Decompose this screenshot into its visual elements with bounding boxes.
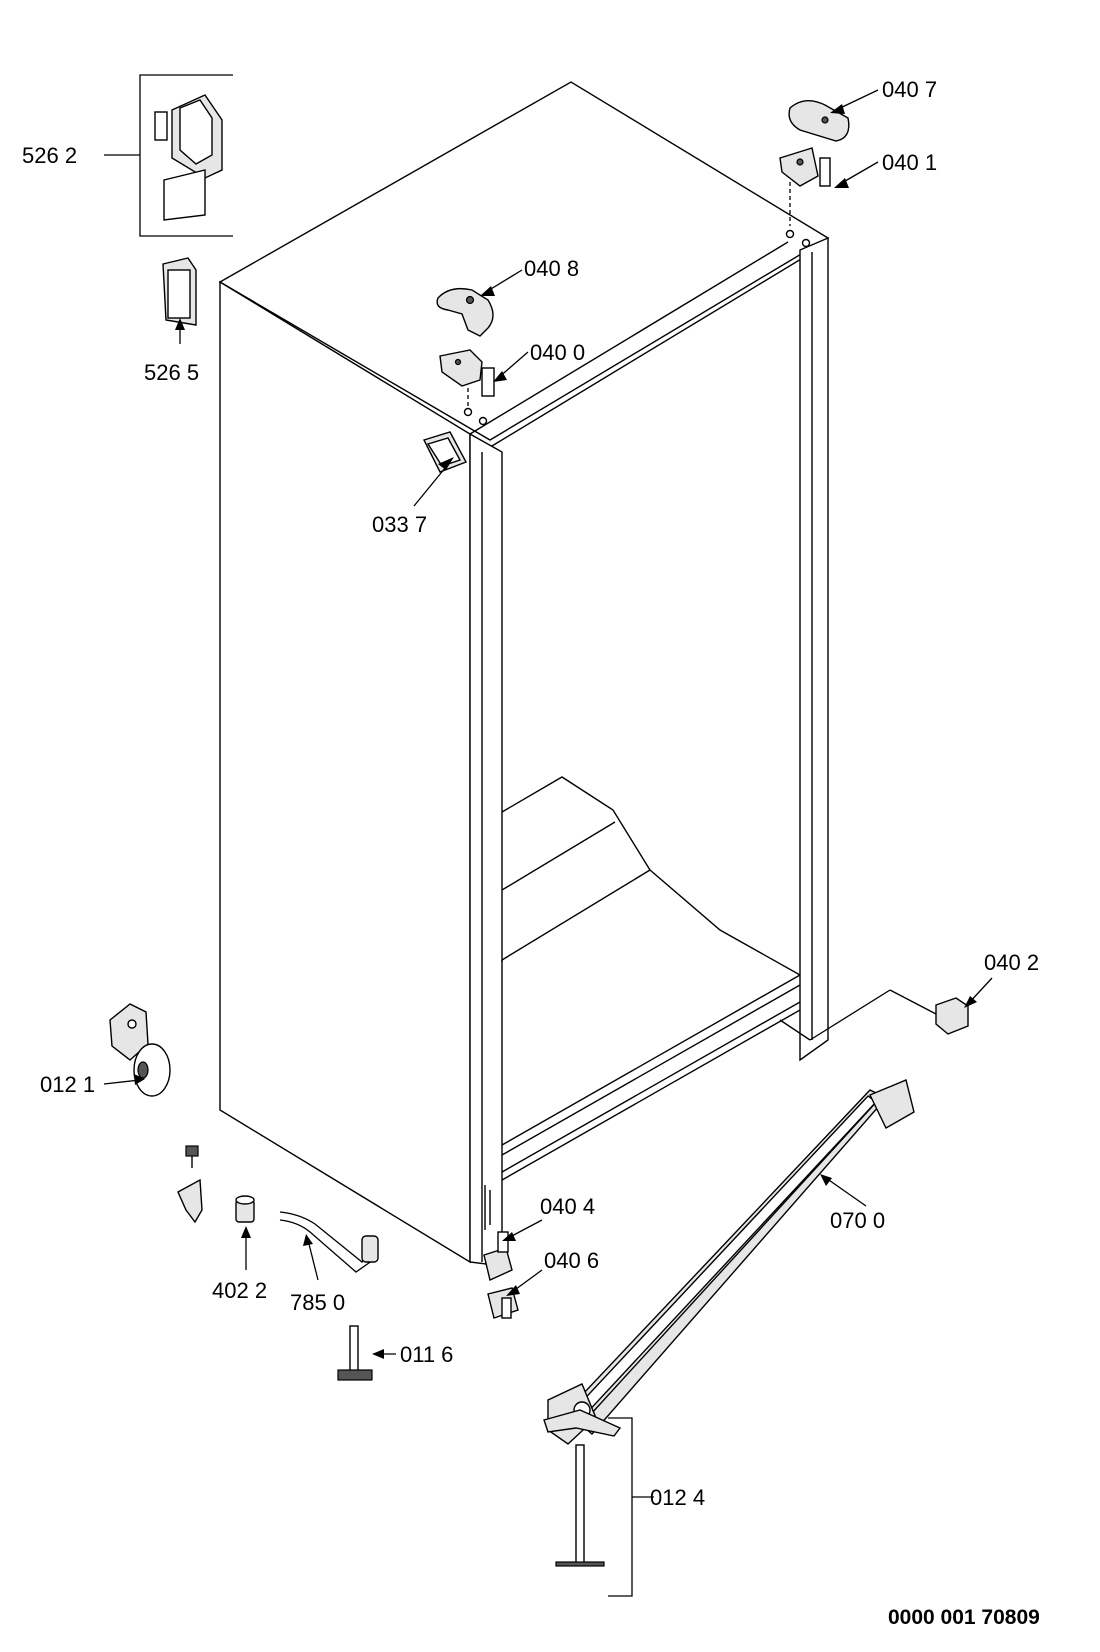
part-040-6-guide bbox=[487, 1287, 519, 1319]
label-040-2: 040 2 bbox=[984, 950, 1039, 975]
label-040-7: 040 7 bbox=[882, 77, 937, 102]
part-040-4-guide bbox=[483, 1231, 513, 1281]
label-402-2: 402 2 bbox=[212, 1278, 267, 1303]
part-number-labels: 526 2 526 5 040 7 040 1 040 8 040 0 033 … bbox=[22, 77, 1039, 1510]
document-number: 0000 001 70809 bbox=[888, 1606, 1040, 1629]
part-screw-clip bbox=[177, 1145, 203, 1224]
part-012-4-tool bbox=[543, 1409, 633, 1597]
label-070-0: 070 0 bbox=[830, 1208, 885, 1233]
part-040-1-top-hinge bbox=[779, 147, 831, 226]
label-040-0: 040 0 bbox=[530, 340, 585, 365]
label-785-0: 785 0 bbox=[290, 1290, 345, 1315]
part-040-8-hinge-cap bbox=[436, 287, 494, 337]
label-526-2: 526 2 bbox=[22, 143, 77, 168]
label-526-5: 526 5 bbox=[144, 360, 199, 385]
part-040-2-door-stop bbox=[809, 989, 969, 1041]
label-011-6: 011 6 bbox=[400, 1342, 453, 1367]
part-040-0-middle-hinge bbox=[439, 349, 495, 406]
label-012-4: 012 4 bbox=[650, 1485, 705, 1510]
part-402-2-bushing bbox=[235, 1195, 255, 1223]
part-526-5-cover bbox=[162, 257, 197, 326]
part-011-6-leveling-foot bbox=[337, 1325, 373, 1381]
label-040-6: 040 6 bbox=[544, 1248, 599, 1273]
leader-lines bbox=[103, 89, 993, 1498]
part-785-0-drain-tube bbox=[279, 1211, 379, 1273]
label-012-1: 012 1 bbox=[40, 1072, 95, 1097]
part-012-1-caster bbox=[109, 1003, 171, 1097]
label-040-8: 040 8 bbox=[524, 256, 579, 281]
label-040-4: 040 4 bbox=[540, 1194, 595, 1219]
part-526-2-bracket-group bbox=[139, 74, 233, 237]
label-033-7: 033 7 bbox=[372, 512, 427, 537]
cabinet-body bbox=[218, 81, 830, 1267]
label-040-1: 040 1 bbox=[882, 150, 937, 175]
part-070-0-kickplate bbox=[547, 1079, 915, 1445]
